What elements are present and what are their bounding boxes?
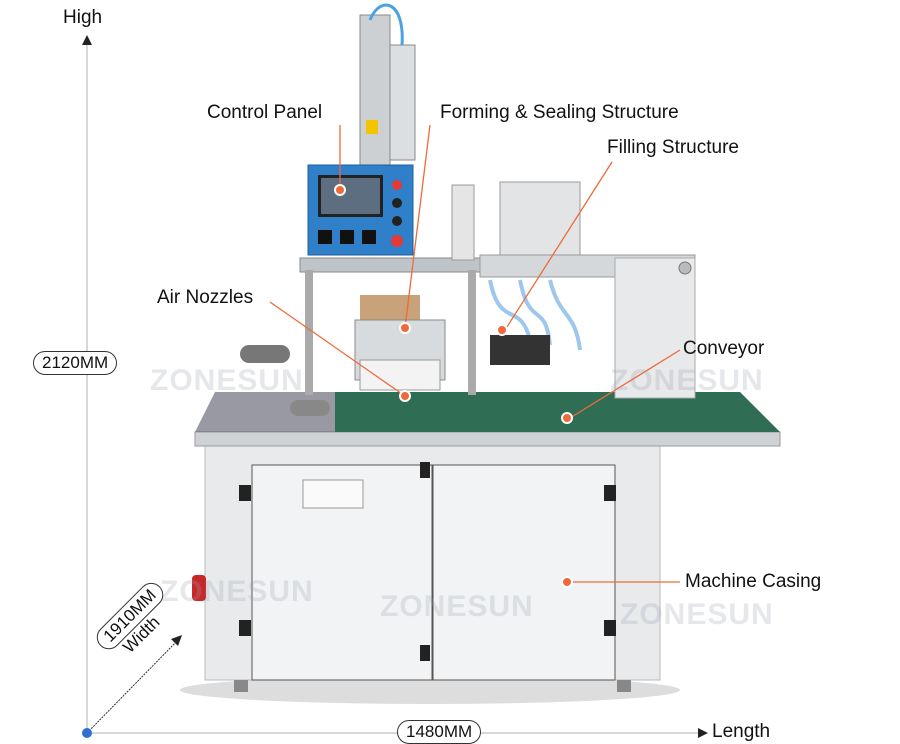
label-filling-structure: Filling Structure [607,137,739,158]
length-dimension: 1480MM [397,720,482,744]
arrow-up-icon [82,35,92,45]
callout-dot [334,184,346,196]
arrow-right-icon [698,728,708,738]
watermark: ZONESUN [160,575,314,608]
casing-door-right [432,464,616,681]
arrow-diagonal-icon [171,635,182,646]
width-axis [86,637,181,734]
callout-dot [496,324,508,336]
conveyor-belt [335,392,780,432]
label-machine-casing: Machine Casing [685,571,822,592]
origin-dot [82,728,92,738]
watermark: ZONESUN [150,364,304,397]
watermark: ZONESUN [620,598,774,631]
watermark: ZONESUN [380,590,534,623]
callout-dot [399,322,411,334]
height-dimension: 2120MM [33,351,118,375]
callout-dot [561,576,573,588]
label-forming-sealing: Forming & Sealing Structure [440,102,679,123]
callout-dot [399,390,411,402]
label-conveyor: Conveyor [683,338,765,359]
axis-label-high: High [63,7,103,28]
axis-label-length: Length [712,721,771,742]
label-air-nozzles: Air Nozzles [157,287,254,308]
callout-dot [561,412,573,424]
label-control-panel: Control Panel [207,102,323,123]
callout-lines [269,124,681,583]
watermark: ZONESUN [610,364,764,397]
